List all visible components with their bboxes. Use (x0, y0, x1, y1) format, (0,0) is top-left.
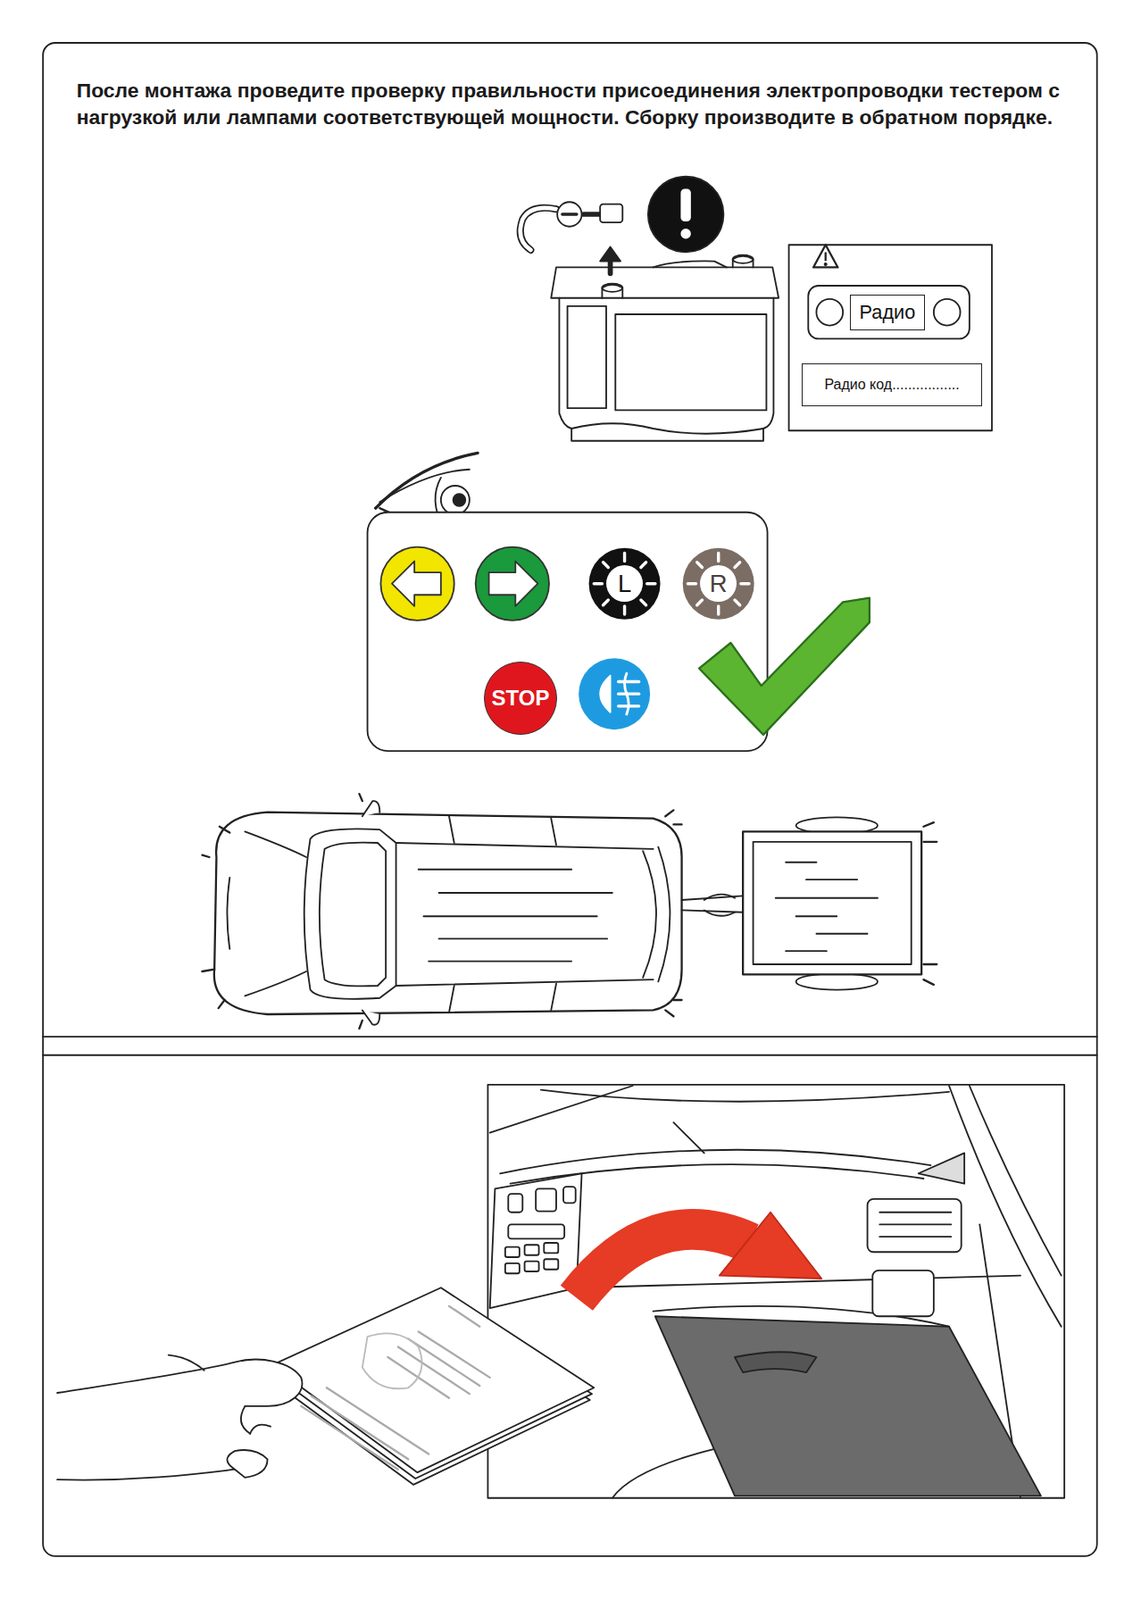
node-text: Радио (859, 300, 917, 325)
right-indicator-icon (475, 547, 550, 621)
red-arrow-head (719, 1212, 822, 1279)
trailer (742, 816, 922, 990)
divider (42, 1035, 1098, 1038)
left-indicator-icon (380, 547, 454, 621)
car-interior (487, 1084, 1065, 1499)
check-panel (367, 512, 768, 751)
lamp-icon-center: R (699, 565, 737, 602)
heading: После монтажа проведите проверку правиль… (76, 77, 1083, 131)
hand (57, 1355, 302, 1481)
lamp-icon-center: L (606, 565, 643, 602)
divider (42, 1054, 1098, 1057)
radio-code-box: Радио код................. (801, 363, 982, 407)
radio-code-card (789, 244, 992, 431)
node-text: Радио код................. (824, 376, 959, 393)
negative-cable (520, 201, 624, 250)
stop-icon: STOP (483, 661, 558, 735)
left-lamp-icon (589, 548, 661, 620)
node-text: STOP (491, 685, 550, 711)
radio-label-box: Радио (849, 294, 925, 331)
fog-lamp-icon (578, 657, 650, 730)
check-mark (699, 598, 870, 735)
warning-symbol (648, 176, 725, 253)
glove-box-handle (734, 1351, 817, 1373)
battery (550, 255, 779, 442)
right-lamp-icon (682, 548, 755, 620)
car-top-view (201, 793, 937, 1029)
glove-box (655, 1315, 1042, 1496)
node-text: L (617, 569, 632, 599)
node-text: R (709, 569, 728, 599)
manual-booklet (267, 1287, 595, 1485)
up-arrow (599, 247, 621, 275)
page-frame (42, 42, 1098, 1557)
red-arrow (576, 1229, 750, 1299)
